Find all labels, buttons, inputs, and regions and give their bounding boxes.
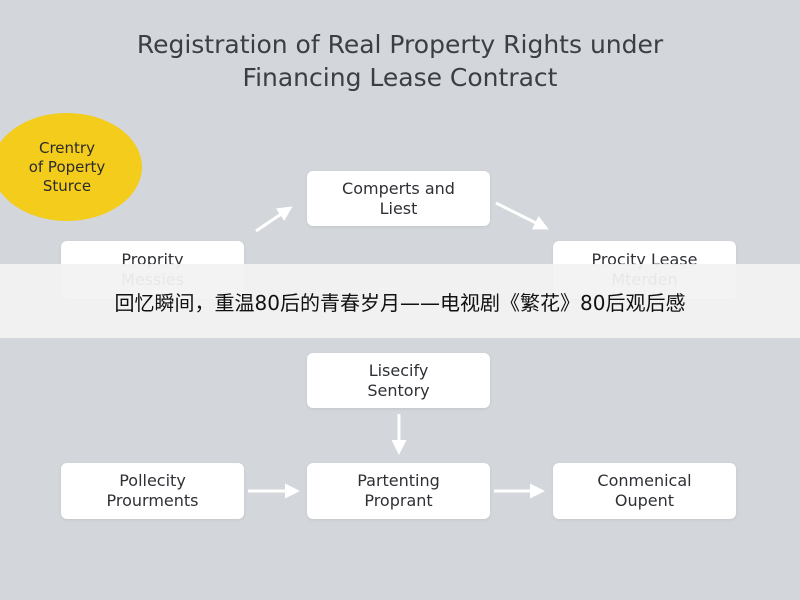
arrow-left-to-top <box>255 206 293 233</box>
property-source-badge: Crentry of Poperty Sturce <box>0 113 142 221</box>
node-bottom-right: Conmenical Oupent <box>553 463 736 519</box>
node-top-center: Comperts and Liest <box>307 171 490 226</box>
caption-banner-text: 回忆瞬间，重温80后的青春岁月——电视剧《繁花》80后观后感 <box>114 290 686 315</box>
node-center-middle: Lisecify Sentory <box>307 353 490 408</box>
diagram-title: Registration of Real Property Rights und… <box>136 30 664 92</box>
caption-banner: 回忆瞬间，重温80后的青春岁月——电视剧《繁花》80后观后感 <box>0 264 800 338</box>
node-bottom-left: Pollecity Prourments <box>61 463 244 519</box>
arrow-top-to-right <box>495 201 549 230</box>
node-bottom-center: Partenting Proprant <box>307 463 490 519</box>
